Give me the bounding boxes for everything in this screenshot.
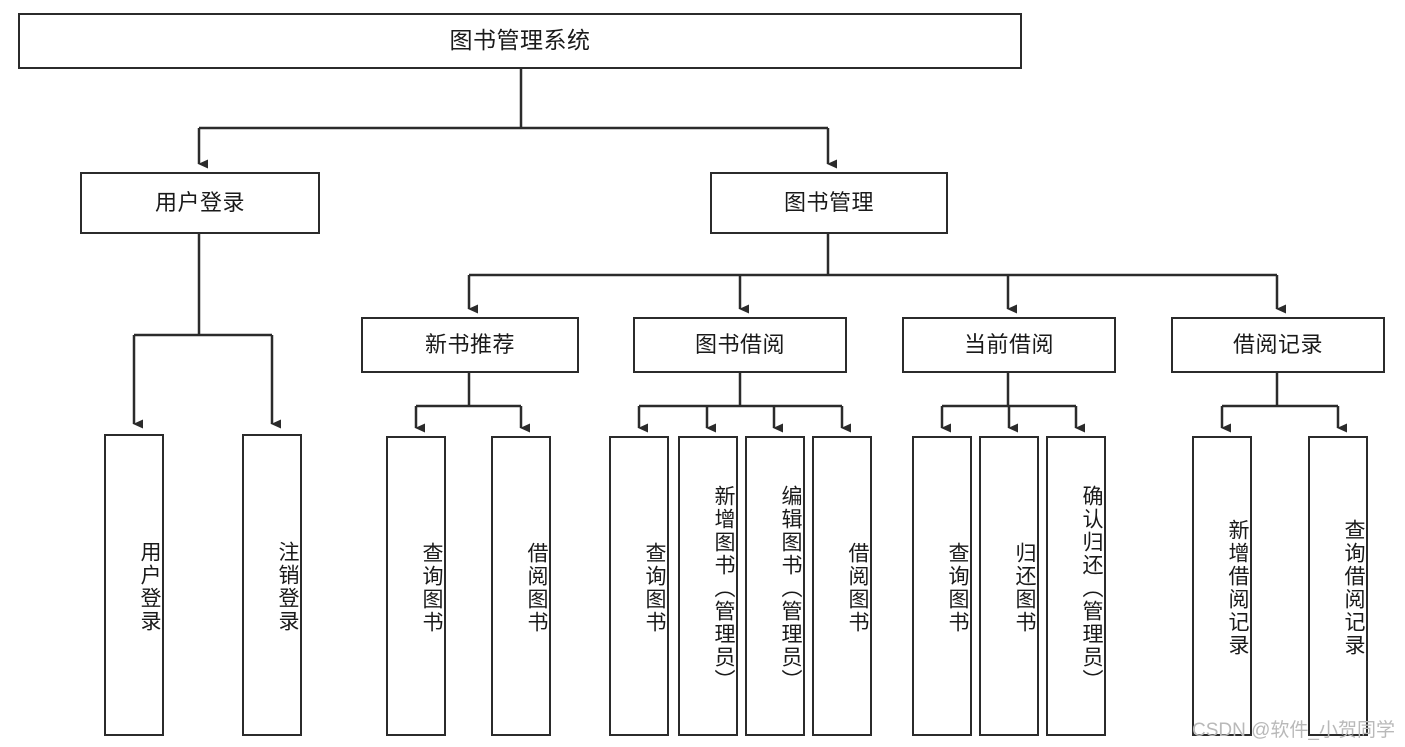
node-leaf-book-borrow-borrow-label: 借阅图书 [846,542,869,634]
csdn-watermark: CSDN @软件_小贺同学 [1192,720,1395,741]
node-leaf-borrow-record-add-label: 新增借阅记录 [1226,519,1249,657]
node-leaf-user-login-logout[interactable]: 注销登录 [242,434,302,736]
node-leaf-user-login-login-label: 用户登录 [138,541,161,633]
node-leaf-book-borrow-add[interactable]: 新增图书（管理员） [678,436,738,736]
node-leaf-new-book-query-label: 查询图书 [420,542,443,634]
node-user-login-label: 用户登录 [154,189,245,215]
node-book-management-label: 图书管理 [783,189,874,215]
node-current-borrow-label: 当前借阅 [963,331,1054,357]
node-leaf-new-book-borrow[interactable]: 借阅图书 [491,436,551,736]
node-leaf-borrow-record-query[interactable]: 查询借阅记录 [1308,436,1368,736]
node-user-login[interactable]: 用户登录 [80,172,320,234]
node-leaf-book-borrow-borrow[interactable]: 借阅图书 [812,436,872,736]
node-leaf-book-borrow-edit[interactable]: 编辑图书（管理员） [745,436,805,736]
node-leaf-book-borrow-edit-label: 编辑图书（管理员） [779,484,802,692]
node-current-borrow[interactable]: 当前借阅 [902,317,1116,373]
node-leaf-current-borrow-confirm[interactable]: 确认归还（管理员） [1046,436,1106,736]
node-book-management[interactable]: 图书管理 [710,172,948,234]
node-leaf-book-borrow-add-label: 新增图书（管理员） [712,484,735,692]
node-root-label: 图书管理系统 [449,27,591,54]
node-leaf-current-borrow-confirm-label: 确认归还（管理员） [1080,484,1103,692]
node-leaf-user-login-logout-label: 注销登录 [276,541,299,633]
node-borrow-record[interactable]: 借阅记录 [1171,317,1385,373]
node-leaf-book-borrow-query[interactable]: 查询图书 [609,436,669,736]
node-leaf-user-login-login[interactable]: 用户登录 [104,434,164,736]
node-new-book-recommend[interactable]: 新书推荐 [361,317,579,373]
node-book-borrow-label: 图书借阅 [694,331,785,357]
node-leaf-current-borrow-return-label: 归还图书 [1013,542,1036,634]
node-borrow-record-label: 借阅记录 [1232,331,1323,357]
node-leaf-current-borrow-query[interactable]: 查询图书 [912,436,972,736]
node-book-borrow[interactable]: 图书借阅 [633,317,847,373]
node-leaf-current-borrow-return[interactable]: 归还图书 [979,436,1039,736]
node-leaf-new-book-query[interactable]: 查询图书 [386,436,446,736]
node-leaf-borrow-record-add[interactable]: 新增借阅记录 [1192,436,1252,736]
node-leaf-book-borrow-query-label: 查询图书 [643,542,666,634]
node-root-book-management-system[interactable]: 图书管理系统 [18,13,1022,69]
node-leaf-current-borrow-query-label: 查询图书 [946,542,969,634]
node-leaf-new-book-borrow-label: 借阅图书 [525,542,548,634]
node-leaf-borrow-record-query-label: 查询借阅记录 [1342,519,1365,657]
node-new-book-recommend-label: 新书推荐 [424,331,515,357]
